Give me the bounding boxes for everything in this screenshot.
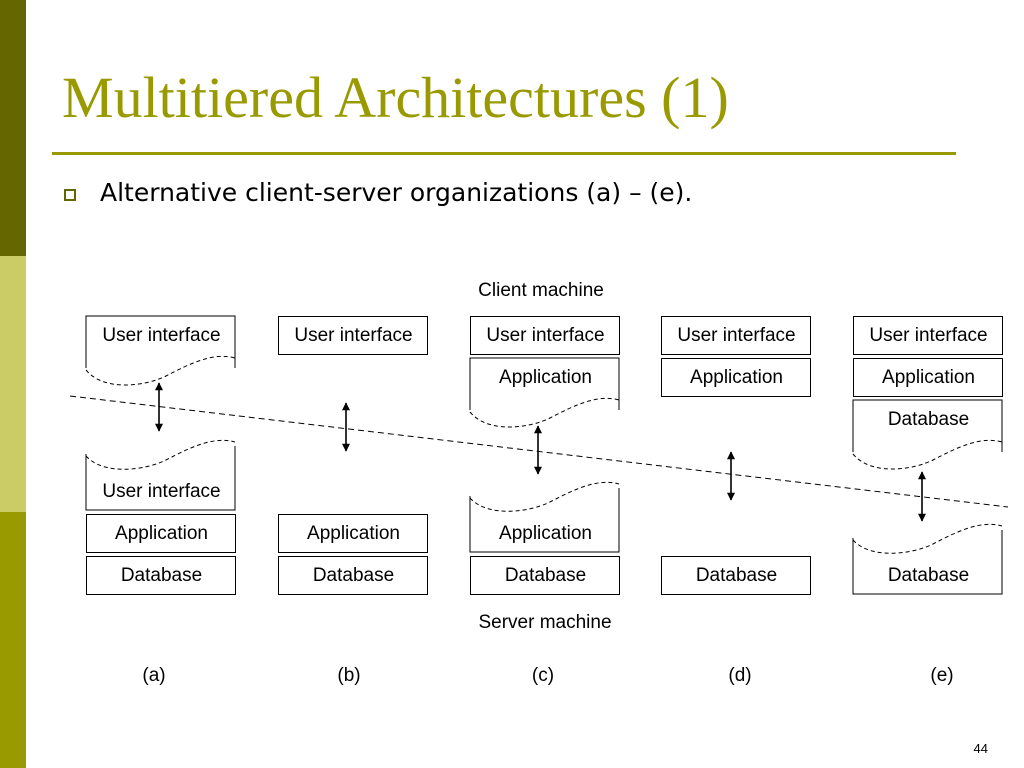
box-label: User interface xyxy=(102,481,220,502)
box-label: User interface xyxy=(869,325,987,346)
box-outline xyxy=(85,315,236,368)
box-label: User interface xyxy=(294,325,412,346)
box-label: Application xyxy=(307,523,400,544)
box-label: Application xyxy=(499,523,592,544)
server-machine-label: Server machine xyxy=(478,612,611,633)
box-outline xyxy=(278,316,428,355)
box-label: Database xyxy=(888,565,969,586)
title-underline xyxy=(52,152,956,155)
server-box-database: Database xyxy=(661,556,811,595)
accent-bar-bottom xyxy=(0,512,26,768)
box-label: Application xyxy=(499,367,592,388)
server-box-database: Database xyxy=(470,556,620,595)
client-box-user-interface: User interface xyxy=(470,316,620,355)
slide-number: 44 xyxy=(973,741,988,756)
cut-edge-wave xyxy=(469,397,620,428)
box-label: Application xyxy=(115,523,208,544)
server-box-application: Application xyxy=(278,514,428,553)
server-box-application: Application xyxy=(469,481,620,553)
server-box-database: Database xyxy=(86,556,236,595)
box-label: Database xyxy=(121,565,202,586)
client-box-user-interface: User interface xyxy=(661,316,811,355)
box-outline xyxy=(86,514,236,553)
cut-edge-wave xyxy=(852,523,1003,554)
config-label: (b) xyxy=(337,665,360,686)
config-label: (e) xyxy=(930,665,953,686)
box-label: User interface xyxy=(102,325,220,346)
server-box-database: Database xyxy=(278,556,428,595)
box-outline xyxy=(86,556,236,595)
hollow-square-bullet-icon xyxy=(64,189,76,201)
cut-edge-wave xyxy=(85,439,236,470)
box-label: Database xyxy=(696,565,777,586)
box-outline xyxy=(85,446,236,511)
box-label: Database xyxy=(888,409,969,430)
cut-edge-wave xyxy=(852,439,1003,470)
cut-edge-wave xyxy=(469,481,620,512)
box-outline xyxy=(470,316,620,355)
client-box-user-interface: User interface xyxy=(278,316,428,355)
box-outline xyxy=(469,357,620,410)
client-box-database: Database xyxy=(852,399,1003,470)
box-outline xyxy=(661,358,811,397)
config-label: (c) xyxy=(532,665,554,686)
box-outline xyxy=(661,316,811,355)
server-box-application: Application xyxy=(86,514,236,553)
client-box-application: Application xyxy=(661,358,811,397)
box-label: Database xyxy=(313,565,394,586)
box-label: Application xyxy=(882,367,975,388)
accent-bar-top xyxy=(0,0,26,256)
box-outline xyxy=(661,556,811,595)
box-outline xyxy=(853,358,1003,397)
bullet-text: Alternative client-server organizations … xyxy=(100,178,693,207)
server-box-database: Database xyxy=(852,523,1003,595)
box-label: Application xyxy=(690,367,783,388)
box-outline xyxy=(278,556,428,595)
client-box-application: Application xyxy=(853,358,1003,397)
box-outline xyxy=(278,514,428,553)
box-outline xyxy=(470,556,620,595)
box-outline xyxy=(469,488,620,553)
box-label: User interface xyxy=(677,325,795,346)
slide-title: Multitiered Architectures (1) xyxy=(62,65,729,130)
box-label: User interface xyxy=(486,325,604,346)
box-label: Database xyxy=(505,565,586,586)
cut-edge-wave xyxy=(85,355,236,386)
config-label: (d) xyxy=(728,665,751,686)
client-box-application: Application xyxy=(469,357,620,428)
client-box-user-interface: User interface xyxy=(853,316,1003,355)
client-machine-label: Client machine xyxy=(478,280,604,301)
box-outline xyxy=(852,399,1003,452)
config-label: (a) xyxy=(142,665,165,686)
server-box-user-interface: User interface xyxy=(85,439,236,511)
box-outline xyxy=(852,530,1003,595)
accent-bar-middle xyxy=(0,256,26,512)
client-box-user-interface: User interface xyxy=(85,315,236,386)
box-outline xyxy=(853,316,1003,355)
